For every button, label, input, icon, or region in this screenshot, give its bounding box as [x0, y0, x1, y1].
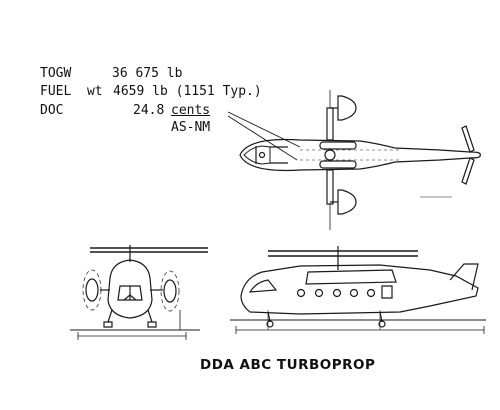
- side-view: [230, 246, 486, 334]
- front-view: [70, 245, 208, 340]
- leader-lines: [228, 112, 300, 160]
- spec-togw-value: 36 675 lb: [112, 66, 183, 81]
- spec-doc-unit-top: cents: [171, 103, 211, 118]
- spec-togw-label: TOGW: [40, 66, 72, 81]
- spec-fuel-label: FUEL wt: [40, 84, 103, 99]
- top-view: [240, 90, 480, 230]
- drawing-caption: DDA ABC TURBOPROP: [200, 357, 376, 373]
- spec-doc-value: 24.8: [133, 103, 165, 118]
- spec-fuel-value: 4659 lb (1151 Typ.): [113, 84, 262, 99]
- spec-doc-label: DOC: [40, 103, 64, 118]
- spec-doc-unit-bottom: AS-NM: [171, 120, 211, 135]
